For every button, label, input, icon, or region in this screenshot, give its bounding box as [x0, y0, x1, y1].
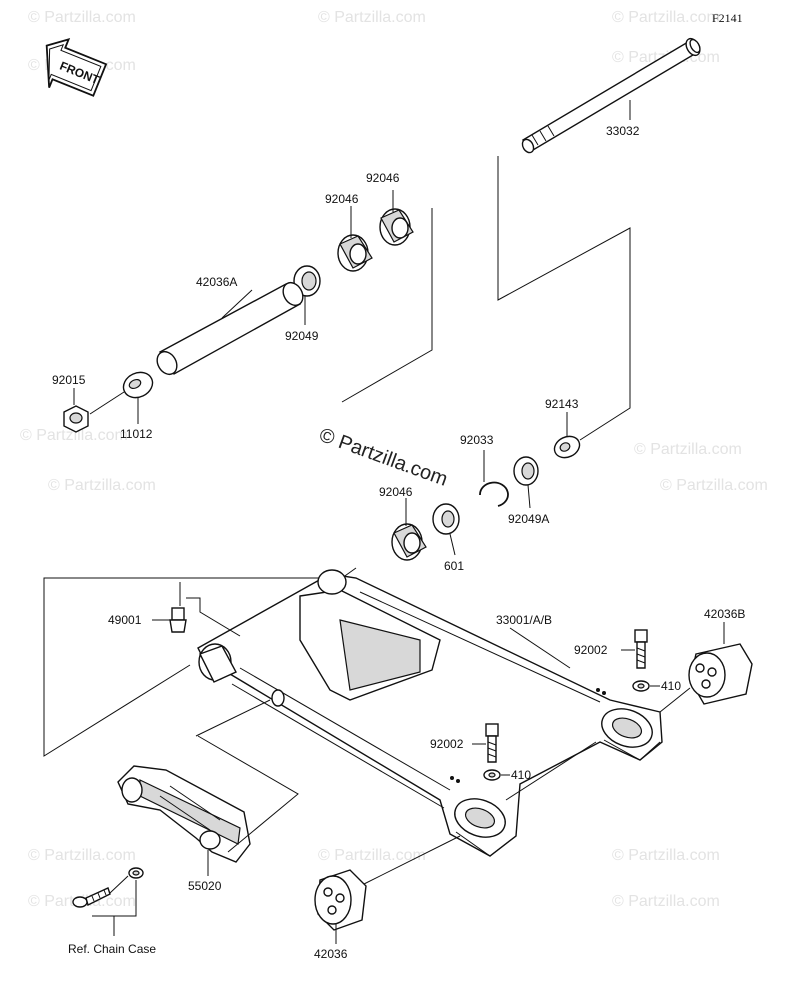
bracket-line	[341, 208, 433, 403]
callout-42036: 42036	[314, 947, 348, 961]
callout-410-right: 410	[661, 679, 681, 693]
callout-92049: 92049	[285, 329, 319, 343]
bracket-line	[195, 699, 271, 737]
watermark: © Partzilla.com	[612, 9, 720, 26]
watermark: © Partzilla.com	[318, 9, 426, 26]
pivot-shaft-33032	[521, 37, 701, 154]
callout-92046-top: 92046	[366, 171, 400, 185]
front-arrow-icon: FRONT	[45, 38, 108, 97]
leader-line	[449, 533, 456, 556]
nut-92015	[63, 405, 89, 433]
callout-92002-right: 92002	[574, 643, 608, 657]
callout-92046-low: 92046	[379, 485, 413, 499]
bracket-line	[179, 582, 241, 637]
leader-line	[659, 687, 691, 713]
watermark: © Partzilla.com	[20, 427, 128, 444]
watermark: © Partzilla.com	[28, 9, 136, 26]
leader-line	[109, 875, 129, 894]
oil-seal-92049A	[513, 456, 539, 486]
callout-92015: 92015	[52, 373, 86, 387]
leader-line	[509, 627, 571, 669]
callout-42036B: 42036B	[704, 607, 745, 621]
callout-92002-center: 92002	[430, 737, 464, 751]
washer-410	[632, 680, 650, 692]
bolt-92002	[485, 723, 499, 763]
bushing-42036B	[688, 643, 753, 705]
callout-49001: 49001	[108, 613, 142, 627]
watermark: © Partzilla.com	[28, 847, 136, 864]
bolt-92002	[634, 629, 648, 669]
watermark: © Partzilla.com	[48, 477, 156, 494]
watermark-main: © Partzilla.com	[316, 424, 450, 491]
washer-410	[483, 769, 501, 781]
grease-fitting-49001	[169, 607, 187, 633]
circlip-92033	[479, 481, 509, 507]
watermark: © Partzilla.com	[612, 847, 720, 864]
needle-bearing-92046	[337, 234, 373, 272]
watermark: © Partzilla.com	[660, 477, 768, 494]
callout-42036A: 42036A	[196, 275, 237, 289]
callout-33001: 33001/A/B	[496, 613, 552, 627]
callout-55020: 55020	[188, 879, 222, 893]
bushing-42036	[314, 869, 367, 931]
bracket-line	[497, 156, 631, 441]
chain-slider-55020	[117, 765, 251, 863]
callout-92046-mid: 92046	[325, 192, 359, 206]
collar-92143	[553, 435, 581, 459]
callout-92143: 92143	[545, 397, 579, 411]
needle-bearing-92046	[391, 523, 427, 561]
swingarm-33001	[197, 569, 663, 857]
callout-601: 601	[444, 559, 464, 573]
washer-icon	[128, 867, 144, 879]
callout-92033: 92033	[460, 433, 494, 447]
ball-bearing-601	[432, 503, 460, 535]
bracket-line	[43, 577, 340, 757]
watermark: © Partzilla.com	[612, 893, 720, 910]
figure-code: F2141	[712, 11, 743, 25]
leader-line	[221, 289, 253, 319]
callout-410-center: 410	[511, 768, 531, 782]
leader-line	[89, 391, 125, 415]
watermark: © Partzilla.com	[318, 847, 426, 864]
bracket-line	[92, 880, 137, 936]
sleeve-42036A	[156, 281, 304, 376]
watermark: © Partzilla.com	[634, 441, 742, 458]
leader-line	[363, 835, 461, 885]
leader-line	[527, 484, 531, 509]
washer-11012	[122, 371, 154, 399]
callout-92049A: 92049A	[508, 512, 549, 526]
ref-chain-case-label: Ref. Chain Case	[68, 942, 156, 956]
leader-line	[505, 741, 597, 801]
needle-bearing-92046	[379, 208, 414, 246]
callout-33032: 33032	[606, 124, 640, 138]
screw-icon	[72, 887, 111, 908]
callout-11012: 11012	[120, 427, 153, 441]
bracket-line	[197, 735, 299, 853]
